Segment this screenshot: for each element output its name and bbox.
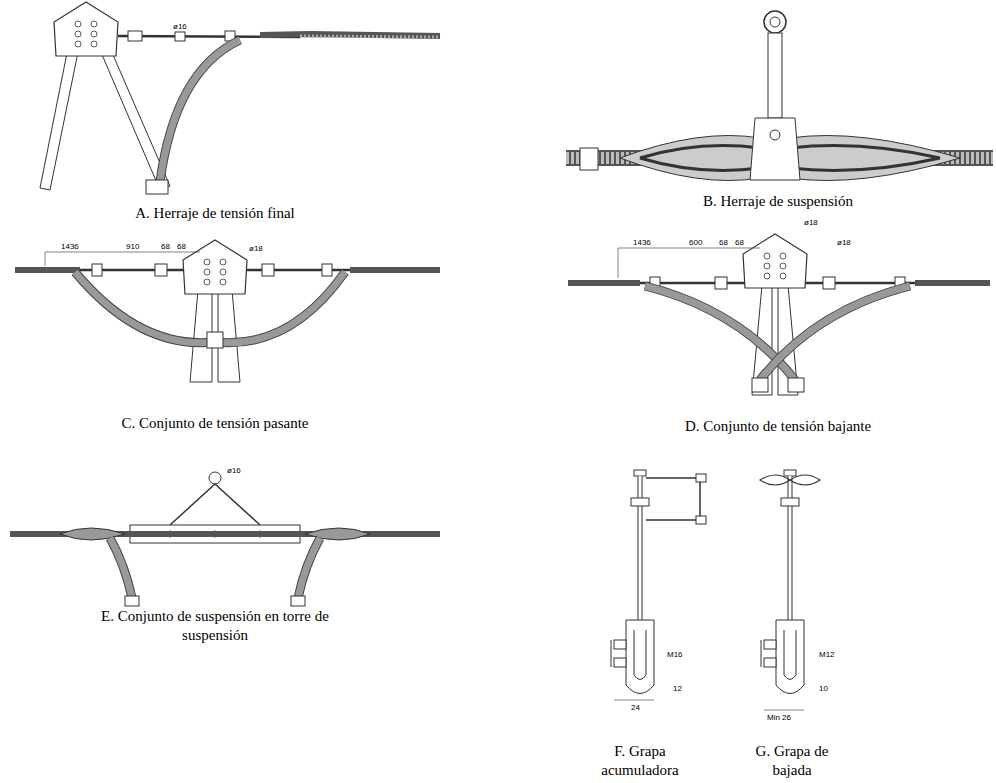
- dimension-label: ø16: [226, 466, 242, 475]
- dimension-label: 68: [160, 242, 171, 251]
- dimension-label: 68: [734, 238, 745, 247]
- dimension-label: Min 26: [766, 713, 792, 722]
- dimension-label: 68: [718, 238, 729, 247]
- figure-caption: D. Conjunto de tensión bajante: [628, 417, 928, 436]
- dimension-label: 12: [672, 684, 683, 693]
- dimension-label: 24: [630, 703, 641, 712]
- figure-caption: E. Conjunto de suspensión en torre de su…: [70, 607, 360, 645]
- dimension-label: 910: [125, 242, 140, 251]
- dimension-label: 10: [818, 684, 829, 693]
- dimension-label: 1436: [632, 238, 652, 247]
- dimension-label: M16: [666, 650, 684, 659]
- dimension-label: M12: [818, 650, 836, 659]
- figure-caption: G. Grapa de bajada: [742, 742, 842, 780]
- dimension-label: ø16: [172, 22, 188, 31]
- dimension-label: ø18: [803, 218, 819, 227]
- figure-caption: B. Herraje de suspensión: [628, 192, 928, 211]
- figure-caption: C. Conjunto de tensión pasante: [65, 414, 365, 433]
- figure-caption: F. Grapa acumuladora: [585, 742, 695, 780]
- dimension-label: ø18: [836, 238, 852, 247]
- dimension-label: 600: [688, 238, 703, 247]
- dimension-label: 68: [176, 242, 187, 251]
- dimension-label: ø18: [248, 244, 264, 253]
- dimension-label: 1436: [60, 242, 80, 251]
- figure-caption: A. Herraje de tensión final: [65, 204, 365, 223]
